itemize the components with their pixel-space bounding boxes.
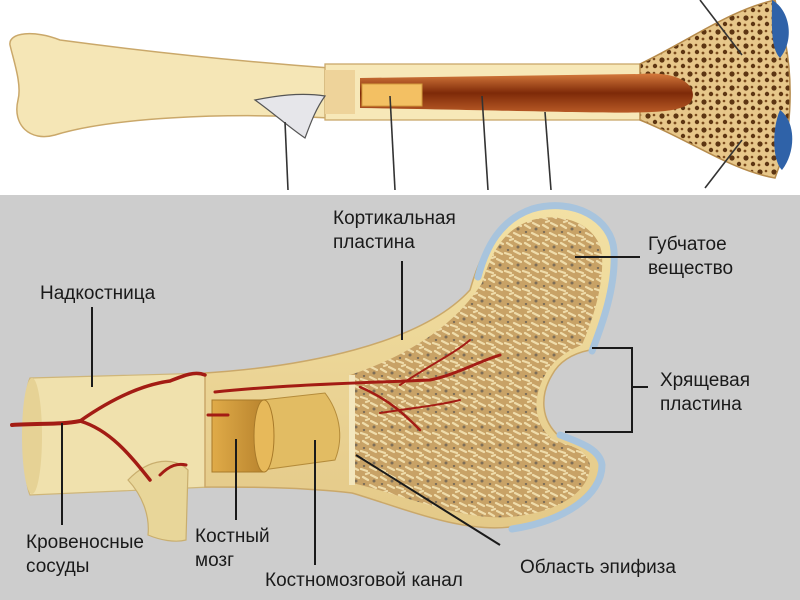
medullary-canal — [261, 392, 341, 471]
bone-proximal-end — [9, 32, 331, 138]
vessel-branch-up — [78, 371, 207, 423]
vessel-branch-down — [78, 419, 152, 482]
pointer-line-5 — [699, 0, 743, 56]
vessel-inner-3 — [379, 399, 461, 414]
marrow-plug — [361, 83, 423, 107]
bone-labelled-drawing — [10, 202, 648, 565]
label-blood-vessels: Кровеносные сосуды — [26, 532, 144, 577]
labelled-bone-illustration: Кортикальная пластина Губчатое вещество … — [0, 195, 800, 600]
label-cortical-plate: Кортикальная пластина — [333, 208, 456, 253]
label-medullary-canal: Костномозговой канал — [265, 570, 463, 591]
label-pointers — [61, 256, 648, 565]
blood-vessels-network — [10, 339, 502, 482]
periosteum-end — [22, 378, 42, 494]
cartilage-rim-lower — [508, 431, 606, 533]
pointer-line-1 — [284, 121, 289, 190]
pointer-line-2 — [389, 95, 396, 190]
vessel-inner-4 — [399, 339, 471, 386]
label-spongy-substance: Губчатое вещество — [648, 234, 734, 279]
periosteum-flap — [253, 93, 327, 139]
vessel-inner-2 — [358, 385, 422, 432]
label-bone-marrow: Костный мозг — [195, 526, 270, 571]
vessel-stub-2 — [158, 462, 188, 477]
vessel-inner-1 — [213, 353, 502, 394]
pointer-line-3 — [481, 95, 489, 190]
vessel-main-left — [10, 419, 82, 427]
top-bone-illustration — [0, 0, 800, 190]
marrow-cylinder-face — [253, 399, 275, 473]
cartilage-cap-upper — [771, 0, 789, 58]
label-epiphysis-region: Область эпифиза — [520, 557, 676, 578]
label-periosteum: Надкостница — [40, 283, 156, 304]
cartilage-rim — [474, 202, 618, 355]
marrow-canal — [360, 73, 693, 113]
long-bone-section — [9, 0, 793, 190]
pointer-cartilage-bracket — [565, 347, 633, 433]
pointer-line-6 — [704, 139, 743, 189]
spongy-substance-area — [350, 217, 603, 518]
shaft-step — [325, 70, 355, 114]
cartilage-cap-lower — [774, 110, 793, 170]
periosteum-peeled-flap — [127, 460, 189, 542]
label-cartilage-plate: Хрящевая пластина — [660, 370, 751, 415]
pointer-line-4 — [544, 111, 552, 190]
pointer-epiphysis — [355, 454, 501, 546]
bone-distal-spongy-end — [639, 0, 791, 179]
